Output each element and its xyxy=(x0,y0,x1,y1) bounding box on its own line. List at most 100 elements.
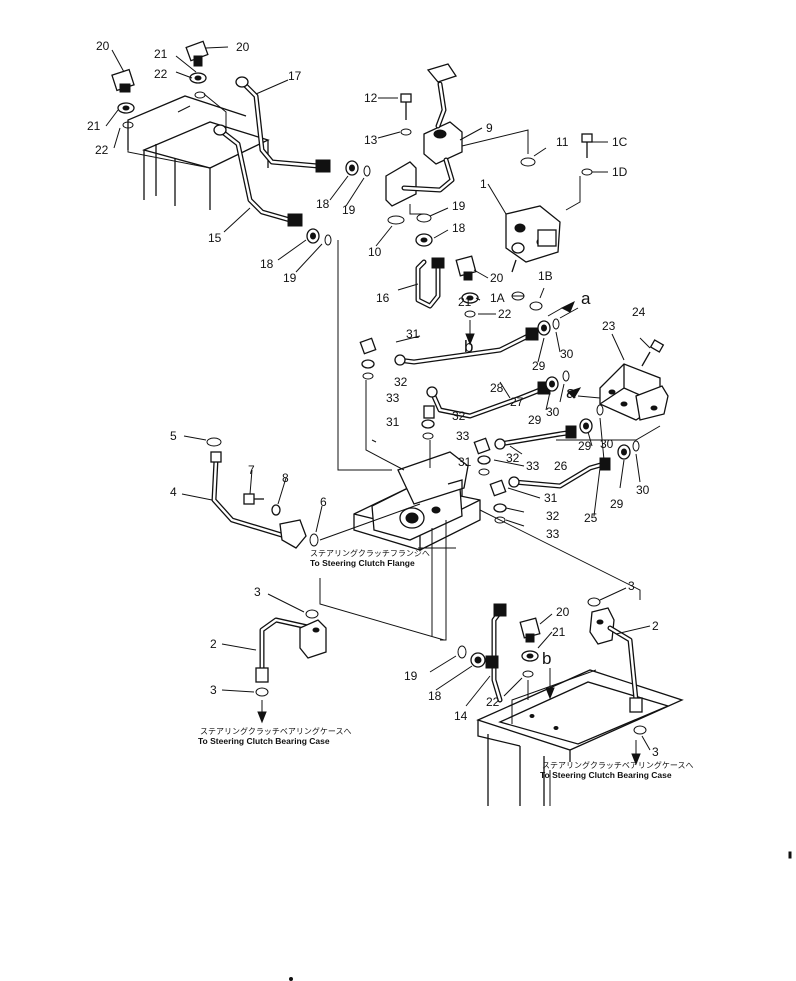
nut-18-c xyxy=(415,233,433,247)
callout-32: 32 xyxy=(394,375,408,389)
callout-31: 31 xyxy=(406,327,420,341)
o-ring-30-b xyxy=(562,370,570,382)
o-ring-19-a xyxy=(363,165,371,177)
connector-29-d xyxy=(617,444,631,460)
washer-8 xyxy=(271,504,281,516)
o-ring-19-d xyxy=(457,645,467,659)
callout-19: 19 xyxy=(404,669,418,683)
callout-24: 24 xyxy=(632,305,646,319)
leader-lines-pipe2-right xyxy=(511,587,651,766)
nut-21-center xyxy=(461,292,479,304)
elbow-31-c xyxy=(473,437,491,455)
callout-6: 6 xyxy=(320,495,327,509)
nut-18-a xyxy=(345,160,359,176)
bolt-1C xyxy=(581,133,593,158)
callout-10: 10 xyxy=(368,245,382,259)
callout-28: 28 xyxy=(490,381,504,395)
callout-29: 29 xyxy=(528,413,542,427)
callout-31: 31 xyxy=(386,415,400,429)
callout-20: 20 xyxy=(556,605,570,619)
callout-29: 29 xyxy=(610,497,624,511)
hose-26 xyxy=(494,425,577,450)
reference-letters: a a b b xyxy=(464,289,591,668)
elbow-fitting-20-bottom xyxy=(519,617,541,643)
bolt-12 xyxy=(400,93,412,120)
callout-1A: 1A xyxy=(490,291,505,305)
callout-23: 23 xyxy=(602,319,616,333)
callout-20: 20 xyxy=(490,271,504,285)
pipe-4 xyxy=(210,451,307,549)
callout-21: 21 xyxy=(87,119,101,133)
callout-11: 11 xyxy=(556,135,569,149)
o-ring-19-c xyxy=(416,213,432,223)
leader-lines-top xyxy=(105,46,608,471)
o-ring-33-d xyxy=(494,516,506,524)
steering-valve-body xyxy=(353,451,481,551)
scan-mark-right xyxy=(788,851,792,859)
ref-letter-b: b xyxy=(542,649,551,668)
elbow-fitting-20-left xyxy=(111,68,135,93)
elbow-31-a xyxy=(359,337,377,355)
callout-9: 9 xyxy=(486,121,493,135)
valve-block-9 xyxy=(385,63,463,207)
callout-18: 18 xyxy=(452,221,466,235)
callout-27: 27 xyxy=(510,395,524,409)
bolt-24 xyxy=(641,339,665,367)
callout-17: 17 xyxy=(288,69,302,83)
connector-29-b xyxy=(545,376,559,392)
hose-27 xyxy=(426,381,551,419)
pipe-2-left xyxy=(255,617,327,683)
note-bearing-right-en: To Steering Clutch Bearing Case xyxy=(540,770,672,780)
o-ring-30-a xyxy=(552,318,560,330)
washer-13 xyxy=(400,128,412,136)
callout-2: 2 xyxy=(652,619,659,633)
o-ring-3-right-top xyxy=(587,597,601,607)
nut-32-d xyxy=(493,503,507,513)
nut-21-left xyxy=(117,102,135,114)
callout-3: 3 xyxy=(210,683,217,697)
callout-14: 14 xyxy=(454,709,468,723)
pipe-17 xyxy=(235,76,331,173)
nut-18-d xyxy=(470,652,486,668)
callout-19: 19 xyxy=(283,271,297,285)
nut-32-a xyxy=(361,359,375,369)
callout-33: 33 xyxy=(456,429,470,443)
callout-20: 20 xyxy=(236,40,250,54)
pipe-2-right xyxy=(589,607,643,713)
callout-1D: 1D xyxy=(612,165,628,179)
callout-33: 33 xyxy=(386,391,400,405)
o-ring-3-left-bottom xyxy=(255,687,269,697)
callout-33: 33 xyxy=(526,459,540,473)
bracket-23 xyxy=(599,363,669,421)
callout-3: 3 xyxy=(628,579,635,593)
callout-26: 26 xyxy=(554,459,568,473)
nut-21-top xyxy=(189,72,207,84)
callout-1B: 1B xyxy=(538,269,553,283)
callout-16: 16 xyxy=(376,291,390,305)
nut-18-b xyxy=(306,228,320,244)
callout-12: 12 xyxy=(364,91,378,105)
connector-29-a xyxy=(537,320,551,336)
o-ring-11 xyxy=(520,157,536,167)
o-ring-30-d xyxy=(632,440,640,452)
o-ring-30-c xyxy=(596,404,604,416)
elbow-fitting-20-top xyxy=(185,40,209,67)
callout-32: 32 xyxy=(506,451,520,465)
o-ring-22-center xyxy=(464,310,476,318)
callout-3: 3 xyxy=(254,585,261,599)
callout-8: 8 xyxy=(282,471,289,485)
ref-letter-a: a xyxy=(581,289,591,308)
callout-1: 1 xyxy=(480,177,487,191)
callout-13: 13 xyxy=(364,133,378,147)
o-ring-3-right-bottom xyxy=(633,725,647,735)
o-ring-6 xyxy=(309,533,319,547)
callout-30: 30 xyxy=(560,347,574,361)
o-ring-33-b xyxy=(422,432,434,440)
o-ring-22-bottom xyxy=(522,670,534,678)
connector-29-c xyxy=(579,418,593,434)
elbow-31-d xyxy=(489,479,507,497)
callout-3: 3 xyxy=(652,745,659,759)
callout-29: 29 xyxy=(578,439,592,453)
callout-21: 21 xyxy=(552,625,566,639)
destination-notes: ステアリングクラッチフランジへ To Steering Clutch Flang… xyxy=(198,548,693,780)
